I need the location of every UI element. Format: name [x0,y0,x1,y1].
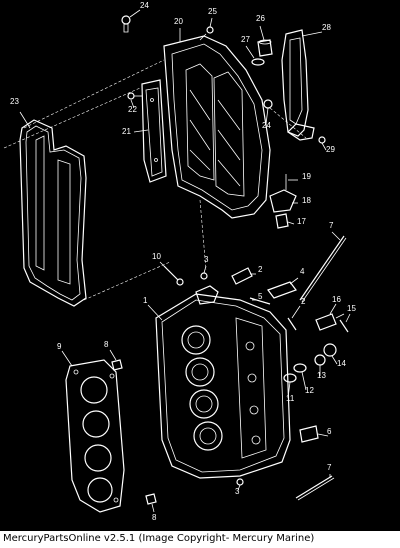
callout-c16: 16 [332,295,341,304]
image-caption: MercuryPartsOnline v2.5.1 (Image Copyrig… [3,533,315,544]
callout-c6: 6 [327,427,332,436]
cover-screws [121,9,273,125]
callout-c3b: 3 [235,487,240,496]
valve-cover [163,28,271,219]
callout-c8a: 8 [104,340,109,349]
callout-c10: 10 [152,252,161,261]
callout-c24a: 24 [140,1,149,10]
fastener-29 [318,136,327,151]
callout-c12: 12 [305,386,314,395]
head-bolts [159,261,244,491]
callout-c5: 5 [258,292,263,301]
callout-c22: 22 [128,105,137,114]
sensor-assembly [269,174,298,229]
callout-c20: 20 [174,17,183,26]
callout-c27: 27 [241,35,250,44]
callout-c25: 25 [208,7,217,16]
callout-c9: 9 [57,342,62,351]
callout-c23: 23 [10,97,19,106]
bracket [281,29,323,141]
callout-c17: 17 [297,217,306,226]
fittings-lower [283,303,351,443]
callout-c4: 4 [300,267,305,276]
callout-c13: 13 [317,371,326,380]
callout-c18: 18 [302,196,311,205]
callout-c7b: 7 [327,463,332,472]
callout-c29: 29 [326,145,335,154]
valve-cover-gasket [19,111,87,307]
long-studs [295,231,347,501]
callout-c8b: 8 [152,513,157,522]
callout-c14: 14 [337,359,346,368]
baffle-plate [133,79,167,183]
oil-fill-cap [245,25,273,66]
callout-c24b: 24 [262,121,271,130]
callout-c7a: 7 [329,221,334,230]
callout-c28: 28 [322,23,331,32]
callout-c1: 1 [143,296,148,305]
callout-c2b: 2 [301,297,306,306]
callout-c11: 11 [286,394,295,403]
callout-c3a: 3 [204,255,209,264]
head-gasket [61,350,125,513]
callout-c26: 26 [256,14,265,23]
callout-c2a: 2 [258,265,263,274]
callout-c15: 15 [347,304,356,313]
fittings-upper [231,267,301,331]
callout-c21: 21 [122,127,131,136]
assembly-lines [3,59,307,301]
callout-c19: 19 [302,172,311,181]
diagram-drawing: 2420252628272322212429191817710324511621… [3,1,356,522]
cylinder-head [147,285,291,479]
dowel-pins [109,349,157,513]
